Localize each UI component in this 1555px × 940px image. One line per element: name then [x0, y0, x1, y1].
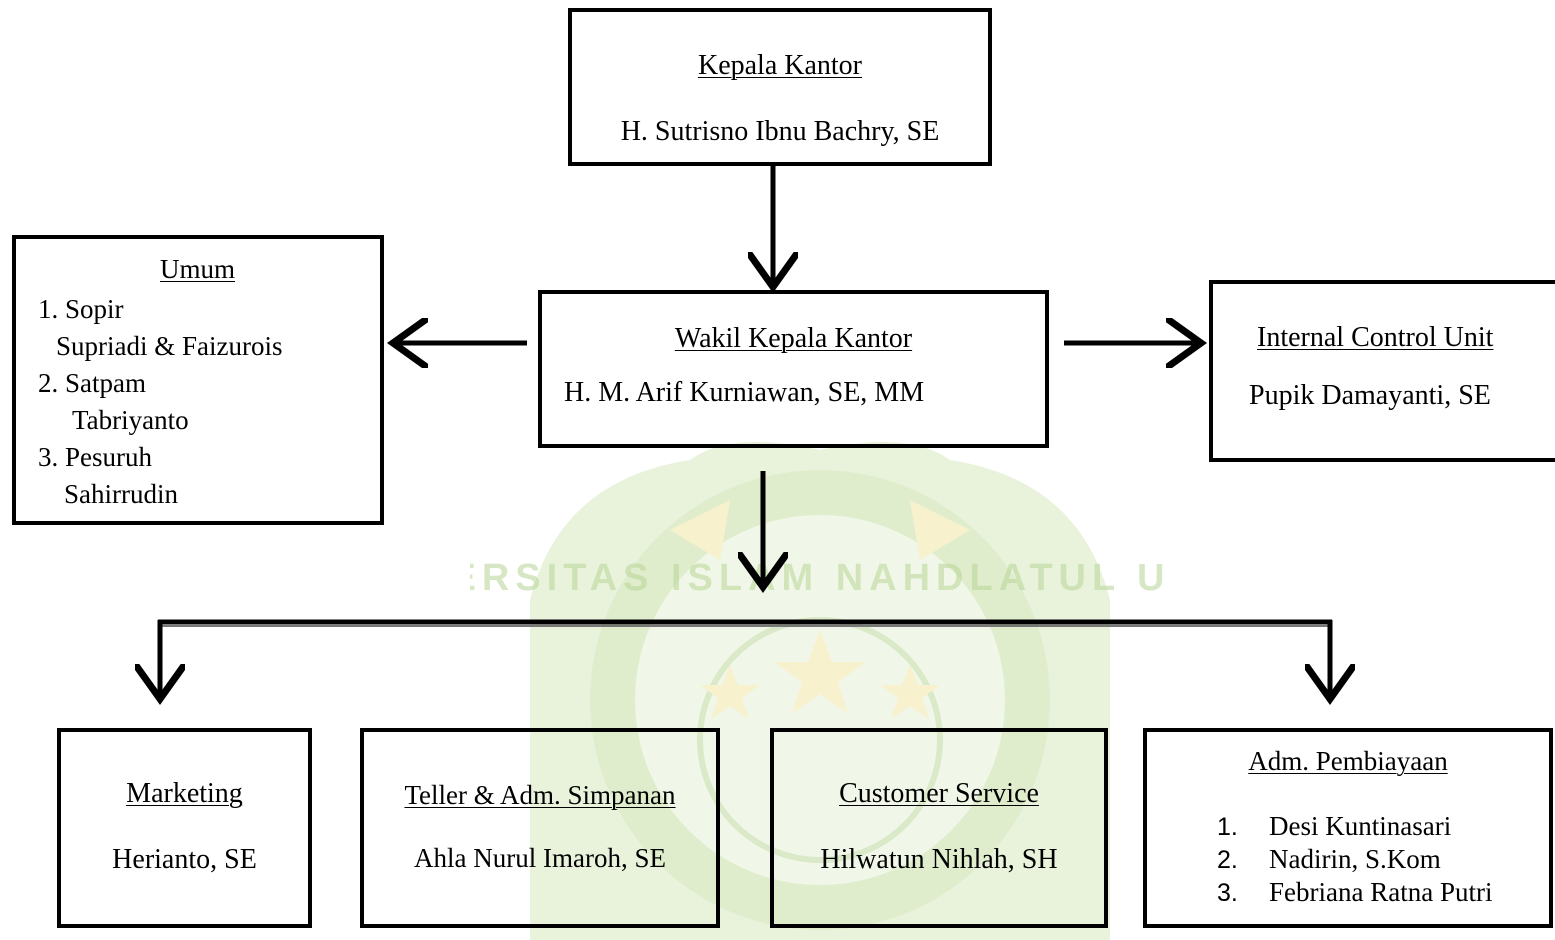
teller-box: Teller & Adm. Simpanan Ahla Nurul Imaroh…: [360, 728, 720, 928]
adm-pembiayaan-box: Adm. Pembiayaan 1. Desi Kuntinasari 2. Nad…: [1143, 728, 1553, 928]
marketing-name: Herianto, SE: [112, 844, 257, 875]
internal-control-unit-name: Pupik Damayanti, SE: [1249, 380, 1491, 411]
list-item-name: Febriana Ratna Putri: [1269, 877, 1493, 907]
customer-service-box: Customer Service Hilwatun Nihlah, SH: [770, 728, 1108, 928]
umum-list: 1. Sopir Supriadi & Faizurois 2. Satpam …: [38, 291, 282, 513]
list-item-name: Nadirin, S.Kom: [1269, 844, 1441, 874]
kepala-kantor-box: Kepala Kantor H. Sutrisno Ibnu Bachry, S…: [568, 8, 992, 166]
umum-item: 1. Sopir: [38, 294, 124, 324]
list-item: 2. Nadirin, S.Kom: [1217, 843, 1492, 876]
umum-item: 2. Satpam: [38, 368, 146, 398]
marketing-box: Marketing Herianto, SE: [57, 728, 312, 928]
list-item-number: 3.: [1217, 879, 1238, 907]
customer-service-name: Hilwatun Nihlah, SH: [820, 844, 1058, 875]
adm-pembiayaan-list: 1. Desi Kuntinasari 2. Nadirin, S.Kom 3. Fe…: [1217, 810, 1492, 909]
teller-name: Ahla Nurul Imaroh, SE: [414, 843, 666, 873]
umum-item: Sahirrudin: [64, 479, 178, 509]
list-item: 1. Desi Kuntinasari: [1217, 810, 1492, 843]
umum-item: Supriadi & Faizurois: [56, 331, 283, 361]
adm-pembiayaan-title: Adm. Pembiayaan: [1248, 746, 1448, 776]
marketing-title: Marketing: [126, 778, 243, 809]
umum-item: Tabriyanto: [72, 405, 189, 435]
list-item: 3. Febriana Ratna Putri: [1217, 876, 1492, 909]
watermark-text: UNIVERSITAS ISLAM NAHDLATUL ULAMA: [470, 557, 1170, 599]
list-item-number: 2.: [1217, 846, 1238, 874]
wakil-kepala-kantor-name: H. M. Arif Kurniawan, SE, MM: [564, 377, 925, 408]
university-seal-watermark: UNIVERSITAS ISLAM NAHDLATUL ULAMA: [470, 442, 1170, 940]
customer-service-title: Customer Service: [839, 778, 1039, 809]
internal-control-unit-box: Internal Control Unit Pupik Damayanti, S…: [1209, 280, 1555, 462]
teller-title: Teller & Adm. Simpanan: [404, 780, 676, 810]
list-item-name: Desi Kuntinasari: [1269, 811, 1452, 841]
wakil-kepala-kantor-title: Wakil Kepala Kantor: [674, 323, 913, 354]
wakil-kepala-kantor-box: Wakil Kepala Kantor H. M. Arif Kurniawan…: [538, 290, 1049, 448]
umum-box: Umum 1. Sopir Supriadi & Faizurois 2. Sa…: [12, 235, 384, 525]
kepala-kantor-title: Kepala Kantor: [697, 50, 863, 81]
internal-control-unit-title: Internal Control Unit: [1257, 322, 1494, 353]
kepala-kantor-name: H. Sutrisno Ibnu Bachry, SE: [620, 116, 940, 147]
list-item-number: 1.: [1217, 813, 1238, 841]
umum-item: 3. Pesuruh: [38, 442, 152, 472]
connector-lines: [0, 166, 1555, 912]
umum-title: Umum: [160, 254, 236, 284]
